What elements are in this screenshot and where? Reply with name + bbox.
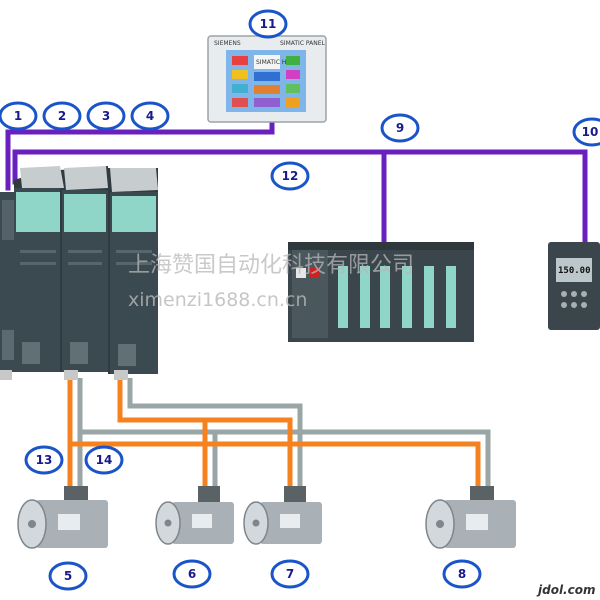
gray-cable-m8 — [80, 429, 491, 495]
drive-module-2 — [60, 166, 108, 372]
callout-8: 8 — [442, 559, 482, 589]
hmi-screen-title: SIMATIC HMI — [256, 59, 294, 66]
callout-3: 3 — [86, 101, 126, 131]
svg-text:13: 13 — [36, 453, 53, 467]
callout-2: 2 — [42, 101, 82, 131]
hmi-brand: SIEMENS — [214, 40, 241, 47]
orange-cable-m7 — [205, 417, 293, 495]
motor-cables — [67, 378, 491, 495]
svg-text:9: 9 — [396, 121, 404, 135]
hmi-title: SIMATIC PANEL — [280, 40, 326, 47]
svg-text:3: 3 — [102, 109, 110, 123]
callout-11: 11 — [248, 9, 288, 39]
servo-motor-8 — [425, 486, 516, 549]
servo-motor-5 — [17, 486, 108, 549]
frequency-inverter: 150.00 — [548, 242, 600, 330]
svg-text:12: 12 — [282, 169, 299, 183]
plc-rack — [288, 242, 474, 342]
watermark-chinese: 上海赞国自动化科技有限公司 — [128, 253, 414, 278]
svg-text:8: 8 — [458, 567, 466, 581]
hmi-tiles — [232, 56, 300, 107]
svg-text:5: 5 — [64, 569, 72, 583]
svg-text:2: 2 — [58, 109, 66, 123]
callout-5: 5 — [48, 561, 88, 591]
callout-9: 9 — [380, 113, 420, 143]
inverter-display: 150.00 — [558, 266, 591, 276]
drive-module-3 — [108, 168, 158, 374]
drive-system — [0, 166, 158, 380]
callout-7: 7 — [270, 559, 310, 589]
callout-10: 10 — [572, 117, 600, 147]
callout-14: 14 — [84, 445, 124, 475]
callouts: 1 2 3 4 9 10 11 12 — [0, 9, 600, 591]
svg-text:10: 10 — [582, 125, 599, 139]
callout-12: 12 — [270, 161, 310, 191]
source-credit: jdol.com — [536, 583, 595, 597]
callout-1: 1 — [0, 101, 38, 131]
servo-motor-6 — [155, 486, 234, 545]
callout-6: 6 — [172, 559, 212, 589]
watermark-url: ximenzi1688.cn.cn — [128, 289, 307, 311]
callout-4: 4 — [130, 101, 170, 131]
main-bus-line — [12, 149, 588, 247]
orange-cable-m8 — [70, 441, 481, 495]
servo-motor-7 — [243, 486, 322, 545]
drive-module-1 — [14, 166, 62, 372]
hmi-bus-line — [5, 119, 275, 191]
svg-text:1: 1 — [14, 109, 22, 123]
svg-text:11: 11 — [260, 17, 277, 31]
hmi-panel: SIEMENS SIMATIC PANEL SIMATIC HMI — [207, 35, 327, 123]
svg-text:14: 14 — [96, 453, 113, 467]
drive-vents — [20, 166, 158, 192]
svg-text:6: 6 — [188, 567, 196, 581]
profibus-network — [5, 119, 588, 247]
callout-13: 13 — [24, 445, 64, 475]
orange-cable-m6 — [117, 378, 208, 495]
svg-text:7: 7 — [286, 567, 294, 581]
svg-text:4: 4 — [146, 109, 154, 123]
gray-cable-m7 — [127, 378, 303, 495]
